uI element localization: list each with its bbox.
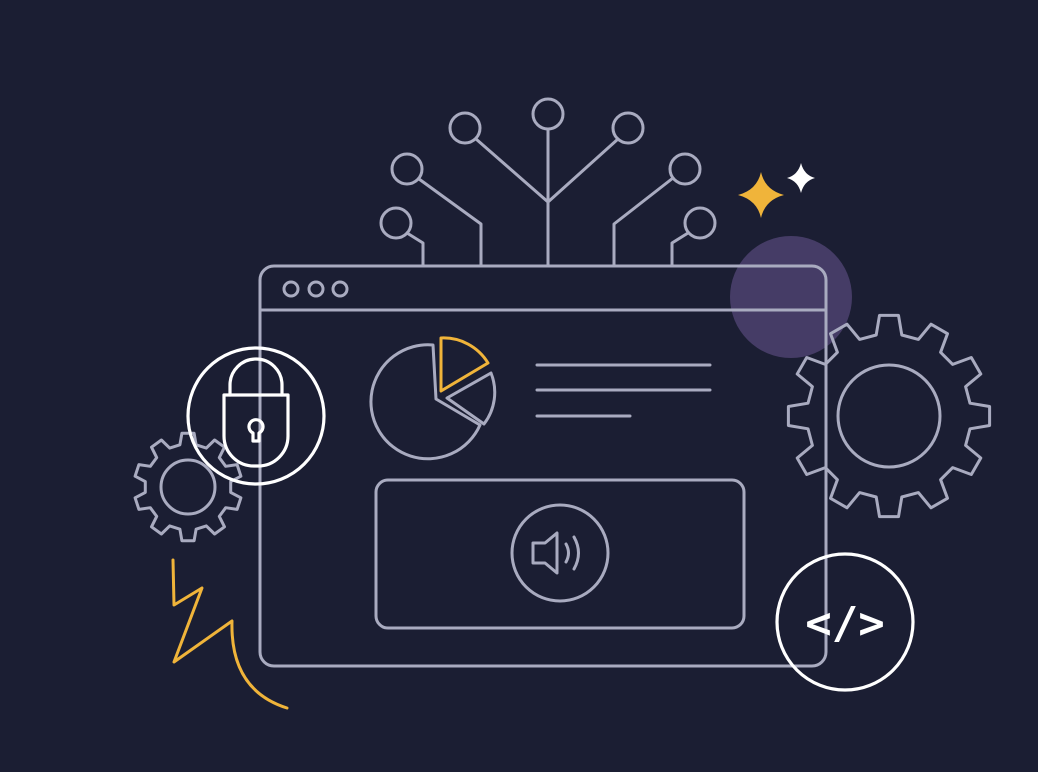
sparkle-icon (738, 172, 784, 218)
gear-icon (133, 431, 243, 543)
sparkle-icon (787, 163, 815, 193)
gear-inner-circle (836, 363, 942, 469)
circuit-tree-icon (379, 97, 717, 268)
speaker-icon[interactable] (531, 531, 580, 575)
gear-inner-circle (159, 458, 217, 516)
media-player-box (374, 478, 746, 630)
code-symbol: </> (805, 598, 884, 649)
gear-icon (786, 313, 992, 519)
pie-chart-icon (369, 336, 497, 461)
lock-icon (186, 346, 326, 486)
lightning-icon (171, 558, 289, 710)
text-lines-icon (535, 363, 712, 418)
code-icon: </> (775, 552, 915, 692)
